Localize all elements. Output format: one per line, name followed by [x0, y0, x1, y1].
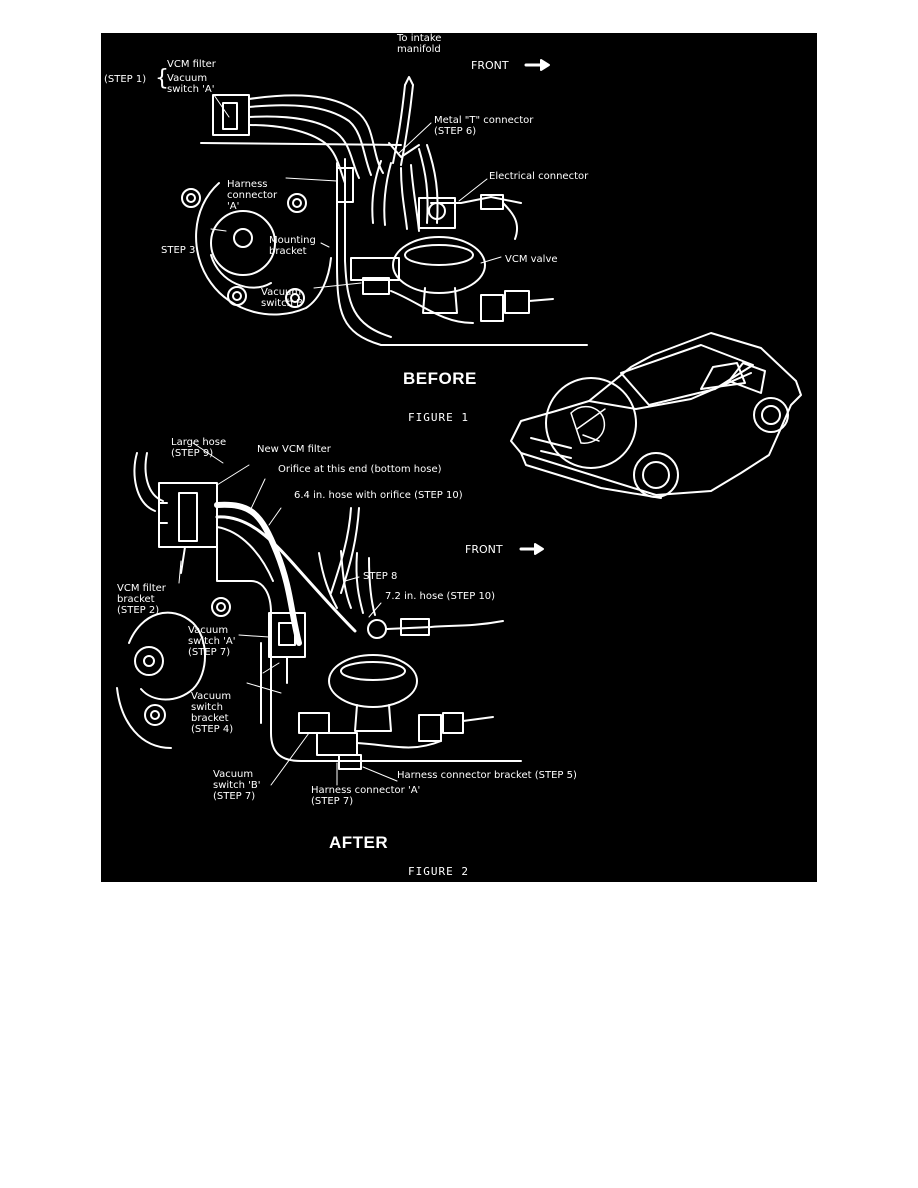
label-harness-connector-a-fig2: Harness connector 'A' (STEP 7) [311, 785, 421, 807]
label-vcm-valve: VCM valve [505, 254, 558, 265]
label-orifice: Orifice at this end (bottom hose) [278, 464, 442, 475]
label-step8: STEP 8 [363, 571, 398, 582]
label-vacuum-switch-b-fig2: Vacuum switch 'B' (STEP 7) [213, 769, 261, 802]
engine-line-art [116, 59, 802, 786]
vcm-filter-shape [212, 94, 250, 136]
caption-figure2: FIGURE 2 [408, 865, 469, 878]
label-front-figure1: FRONT [471, 59, 509, 72]
title-after: AFTER [329, 833, 389, 852]
label-electrical-connector: Electrical connector [489, 171, 589, 182]
label-new-vcm-filter: New VCM filter [257, 444, 331, 455]
label-harness-connector-bracket: Harness connector bracket (STEP 5) [397, 770, 577, 781]
label-hose-7-2: 7.2 in. hose (STEP 10) [385, 591, 496, 602]
label-vacuum-switch-bracket: Vacuum switch bracket (STEP 4) [191, 691, 234, 735]
label-vcm-filter-bracket: VCM filter bracket (STEP 2) [117, 583, 166, 616]
label-to-intake-manifold: To intake manifold [397, 33, 442, 55]
brace-step1: { [155, 66, 169, 91]
label-step3: STEP 3 [161, 245, 196, 256]
diagram-panel: To intake manifold FRONT (STEP 1) { VCM … [101, 33, 817, 882]
label-harness-connector-a-fig1: Harness connector 'A' [227, 179, 278, 212]
label-step1: (STEP 1) [104, 74, 147, 85]
label-large-hose: Large hose (STEP 9) [171, 437, 227, 459]
vcm-valve-shape [392, 236, 486, 294]
label-vacuum-switch-a-fig1: Vacuum switch 'A' [167, 73, 215, 95]
label-vacuum-switch-a-fig2: Vacuum switch 'A' (STEP 7) [188, 625, 236, 658]
label-vacuum-switch-b-fig1: Vacuum switch B [261, 287, 303, 309]
title-before: BEFORE [403, 369, 477, 388]
harness-connector-disc [210, 210, 276, 276]
label-front-figure2: FRONT [465, 543, 503, 556]
label-hose-6-4: 6.4 in. hose with orifice (STEP 10) [294, 490, 463, 501]
figure1-art [181, 59, 588, 346]
new-vcm-filter-shape [158, 482, 218, 548]
car-illustration [510, 332, 802, 499]
label-mounting-bracket: Mounting bracket [269, 235, 316, 257]
figure2-art [116, 442, 544, 786]
label-vcm-filter: VCM filter [167, 59, 216, 70]
caption-figure1: FIGURE 1 [408, 411, 469, 424]
label-metal-t-connector: Metal "T" connector (STEP 6) [434, 115, 534, 137]
